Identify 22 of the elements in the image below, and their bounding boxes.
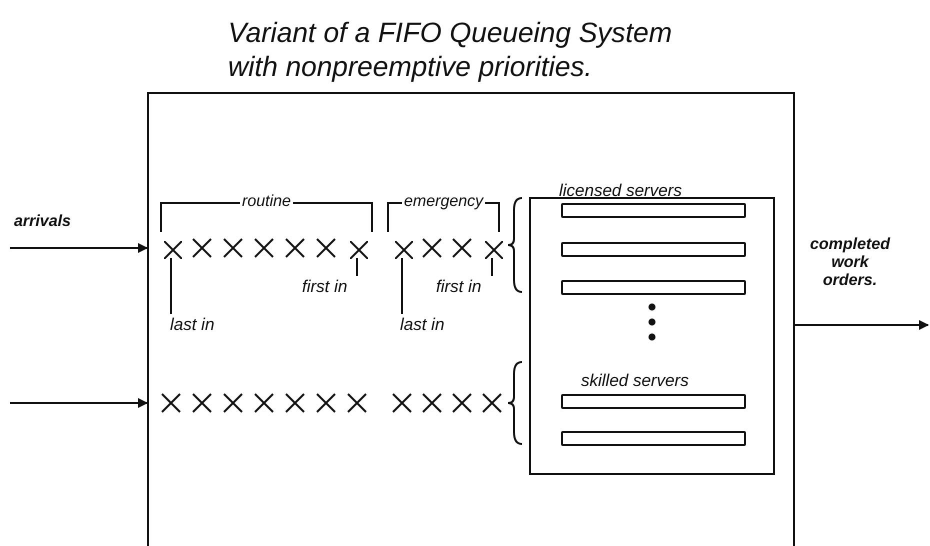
queue-note: first in (302, 278, 348, 297)
arrow (10, 398, 148, 408)
server-bar (561, 203, 746, 218)
queue-mark (395, 241, 413, 259)
queue-mark (350, 241, 368, 259)
server-group-heading: skilled servers (581, 372, 689, 389)
server-bar (561, 431, 746, 446)
arrow (10, 243, 148, 253)
title: Variant of a FIFO Queueing System with nonpreemptive priorities. (228, 16, 674, 84)
bracket-label: emergency (402, 194, 486, 210)
edge-label: completed work orders. (810, 236, 890, 290)
edge-label: arrivals (14, 213, 71, 231)
queue-note: last in (170, 316, 214, 335)
queue-mark (485, 241, 503, 259)
queue-note: first in (436, 278, 482, 297)
queue-mark (164, 241, 182, 259)
server-bar (561, 280, 746, 295)
server-bar (561, 394, 746, 409)
server-bar (561, 242, 746, 257)
server-group-heading: licensed servers (559, 182, 682, 199)
queue-note: last in (400, 316, 444, 335)
arrow (795, 320, 929, 330)
